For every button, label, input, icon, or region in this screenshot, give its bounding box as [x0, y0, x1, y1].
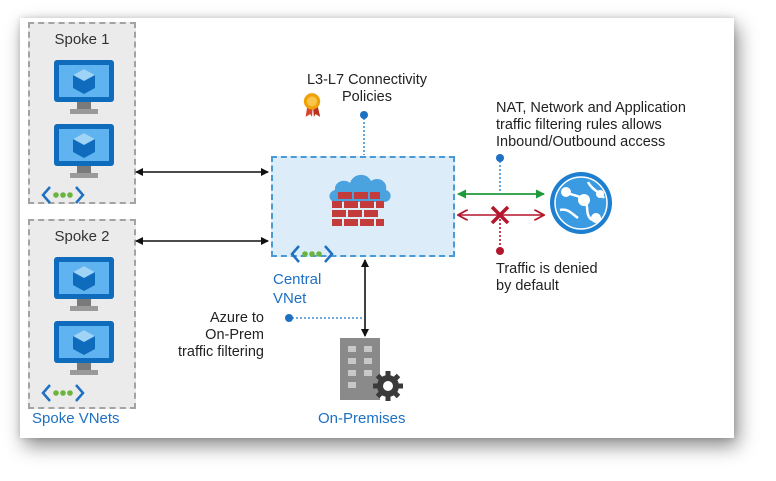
allow-dot — [496, 154, 504, 162]
deny-x-icon — [490, 205, 510, 225]
azure-line1: Azure to — [210, 310, 264, 326]
policies-label: L3-L7 Connectivity Policies — [292, 72, 442, 106]
vnet-icon — [41, 384, 85, 402]
azure-onprem-label: Azure to On-Prem traffic filtering — [150, 310, 264, 361]
certificate-badge-icon — [303, 93, 321, 117]
gear-icon — [373, 371, 403, 401]
policies-dot — [360, 111, 368, 119]
azure-line3: traffic filtering — [178, 344, 264, 360]
vm-icon — [54, 124, 114, 178]
spoke-1-group: Spoke 1 — [28, 22, 136, 204]
policies-line1: L3-L7 Connectivity — [306, 72, 428, 88]
vm-icon — [54, 257, 114, 311]
central-vnet-line2: VNet — [273, 290, 307, 307]
denied-line2: by default — [496, 278, 559, 294]
on-premises-label: On-Premises — [318, 410, 406, 427]
azure-line2: On-Prem — [205, 327, 264, 343]
denied-line1: Traffic is denied — [496, 261, 598, 277]
nat-line2: traffic filtering rules allows — [496, 117, 662, 133]
spoke-2-group: Spoke 2 — [28, 219, 136, 409]
central-vnet-line1: Central — [273, 271, 322, 288]
spoke-1-title: Spoke 1 — [54, 31, 110, 48]
vnet-icon — [41, 186, 85, 204]
spoke-vnets-label: Spoke VNets — [32, 410, 120, 427]
central-vnet-icon — [290, 245, 334, 263]
denied-label: Traffic is denied by default — [496, 261, 598, 295]
nat-line3: Inbound/Outbound access — [496, 134, 666, 150]
internet-globe-icon — [550, 172, 612, 234]
nat-rules-label: NAT, Network and Application traffic fil… — [496, 100, 686, 151]
nat-line1: NAT, Network and Application — [496, 100, 686, 116]
firewall-cloud-icon — [329, 174, 391, 226]
on-premises-building-icon — [340, 338, 403, 401]
azure-onprem-dot — [285, 314, 293, 322]
policies-line2: Policies — [342, 89, 392, 105]
spoke-2-title: Spoke 2 — [54, 228, 110, 245]
vm-icon — [54, 60, 114, 114]
vm-icon — [54, 321, 114, 375]
deny-dot — [496, 247, 504, 255]
central-vnet-label: Central VNet — [273, 270, 321, 308]
